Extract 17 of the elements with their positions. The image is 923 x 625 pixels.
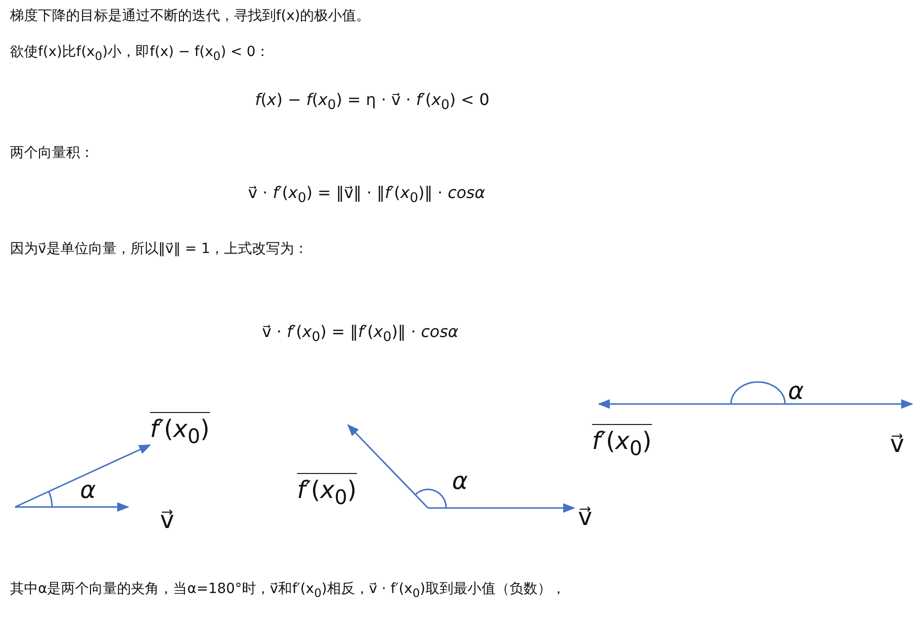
angle-label: α <box>80 476 96 505</box>
formula: v⃗ · f′(x$_{0}$) = ‖v⃗‖ · ‖f′(x$_{0}$)‖ · cosα <box>248 183 486 208</box>
formula: f(x) − f(x$_{0}$) = η · v⃗ · f′(x$_{0}$) < 0 <box>255 90 490 114</box>
formula: v⃗ · f′(x$_{0}$) = ‖f′(x$_{0}$)‖ · cosα <box>262 322 458 346</box>
vector-label: f′(x$_{0}$) <box>592 424 652 460</box>
text-line: 因为v⃗是单位向量，所以‖v⃗‖ = 1，上式改写为： <box>10 241 308 258</box>
vector-label: v⃗ <box>160 506 174 535</box>
vector-label: v⃗ <box>890 430 904 459</box>
text-line: 两个向量积： <box>10 145 94 162</box>
text-line: 梯度下降的目标是通过不断的迭代，寻找到f(x)的极小值。 <box>10 8 370 25</box>
text-line: 其中α是两个向量的夹角，当α=180°时，v⃗和f′(x$_{0}$)相反，v⃗ · f′(x$_{0}$)取到最小值（负数）， <box>10 581 566 600</box>
angle-label: α <box>788 377 804 406</box>
text-line: 欲使f(x)比f(x$_{0}$)小，即f(x) − f(x$_{0}$) < 0： <box>10 44 270 63</box>
vector-label: f′(x$_{0}$) <box>297 473 357 509</box>
angle-label: α <box>452 467 468 496</box>
vector-label: v⃗ <box>578 503 592 532</box>
vector-label: f′(x$_{0}$) <box>150 412 210 448</box>
